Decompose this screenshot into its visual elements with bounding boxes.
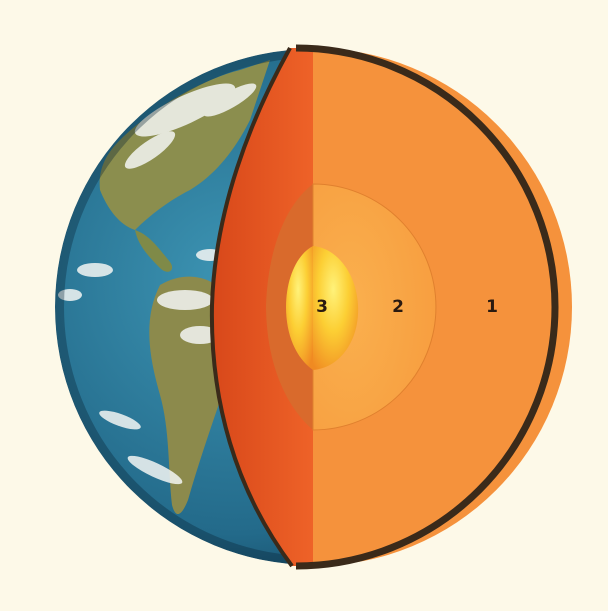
cut-face-left xyxy=(211,48,313,566)
layer-label-1: 1 xyxy=(486,297,498,317)
layer-label-2: 2 xyxy=(392,297,404,317)
central-america-landmass xyxy=(135,230,173,272)
cut-face-front xyxy=(313,48,572,566)
inner-core-side xyxy=(286,246,313,370)
inner-core-front xyxy=(313,246,359,370)
outer-core-front xyxy=(312,183,437,431)
layer-label-3: 3 xyxy=(316,297,328,317)
crust-rim xyxy=(295,44,559,570)
